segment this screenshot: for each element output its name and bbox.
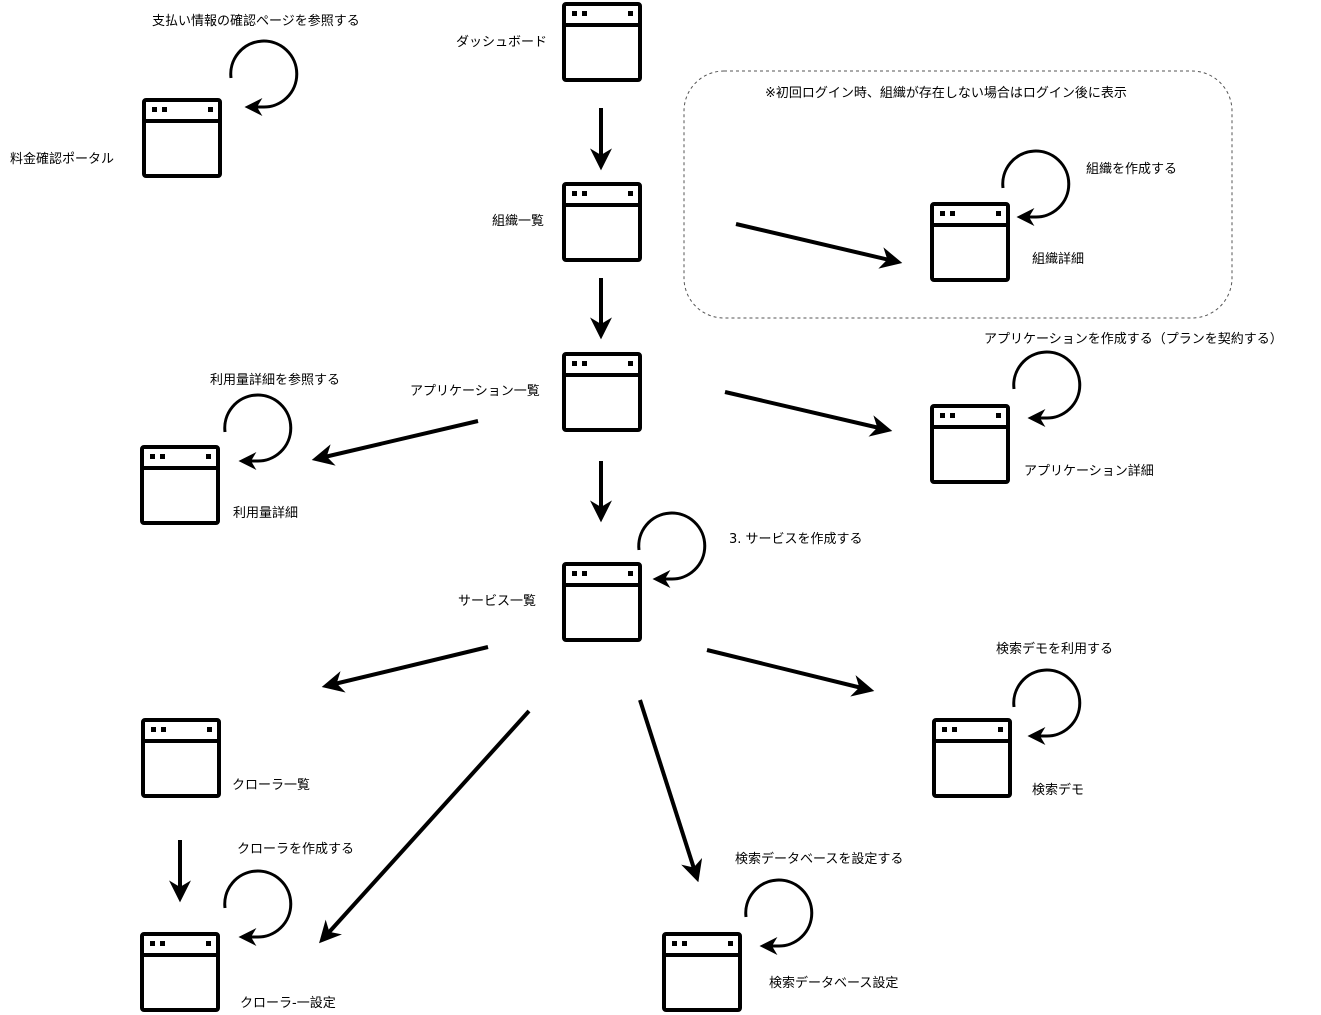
usage-detail-label: 利用量詳細 xyxy=(233,506,299,521)
usage-detail-self-loop-arrow xyxy=(223,393,293,470)
app-detail-label: アプリケーション詳細 xyxy=(1024,464,1154,479)
search-db-settings-action-label: 検索データベースを設定する xyxy=(735,852,904,867)
billing-portal-self-loop-arrow xyxy=(229,39,299,116)
service-list-action-label: 3. サービスを作成する xyxy=(729,532,863,547)
crawler-settings-self-loop-arrow xyxy=(223,869,293,946)
browser-window-icon xyxy=(932,718,1012,798)
crawler-settings-action-label: クローラを作成する xyxy=(237,842,355,857)
org-detail-label: 組織詳細 xyxy=(1032,252,1085,267)
browser-window-icon xyxy=(662,932,742,1012)
app-detail-action-label: アプリケーションを作成する（プランを契約する） xyxy=(984,332,1283,347)
search-demo-self-loop-arrow xyxy=(1012,668,1082,745)
browser-window-icon xyxy=(930,404,1010,484)
service-list-self-loop-arrow xyxy=(637,511,707,588)
browser-window-icon xyxy=(140,932,220,1012)
browser-window-icon xyxy=(562,2,642,82)
service-list-to-search-db-arrow xyxy=(638,699,703,883)
org-list-to-org-detail-arrow xyxy=(735,222,903,269)
service-list-to-crawler-settings-arrow xyxy=(319,709,531,944)
search-db-settings-label: 検索データベース設定 xyxy=(769,976,899,991)
first-login-group xyxy=(683,70,1233,319)
service-list-to-crawler-list-arrow xyxy=(321,645,489,693)
browser-window-icon xyxy=(562,562,642,642)
usage-detail-action-label: 利用量詳細を参照する xyxy=(210,373,341,388)
browser-window-icon xyxy=(930,202,1010,282)
browser-window-icon xyxy=(142,98,222,178)
org-detail-action-label: 組織を作成する xyxy=(1086,162,1178,177)
search-db-settings-self-loop-arrow xyxy=(744,878,814,955)
service-list-to-search-demo-arrow xyxy=(706,648,875,697)
search-demo-action-label: 検索デモを利用する xyxy=(996,642,1114,657)
browser-window-icon xyxy=(141,718,221,798)
billing-portal-action-label: 支払い情報の確認ページを参照する xyxy=(152,14,360,29)
app-list-label: アプリケーション一覧 xyxy=(410,384,540,399)
app-list-to-usage-detail-arrow xyxy=(311,419,479,466)
billing-portal-label: 料金確認ポータル xyxy=(10,152,115,167)
crawler-settings-label: クローラ-一設定 xyxy=(240,996,336,1011)
dashboard-label: ダッシュボード xyxy=(456,35,548,50)
first-login-note: ※初回ログイン時、組織が存在しない場合はログイン後に表示 xyxy=(765,86,1127,101)
app-detail-self-loop-arrow xyxy=(1012,350,1082,427)
crawler-list-label: クローラ一覧 xyxy=(232,778,311,793)
search-demo-label: 検索デモ xyxy=(1032,783,1085,798)
browser-window-icon xyxy=(140,445,220,525)
app-list-to-app-detail-arrow xyxy=(724,390,893,437)
browser-window-icon xyxy=(562,182,642,262)
browser-window-icon xyxy=(562,352,642,432)
service-list-label: サービス一覧 xyxy=(458,594,537,609)
org-list-label: 組織一覧 xyxy=(492,214,545,229)
org-detail-self-loop-arrow xyxy=(1001,149,1071,226)
